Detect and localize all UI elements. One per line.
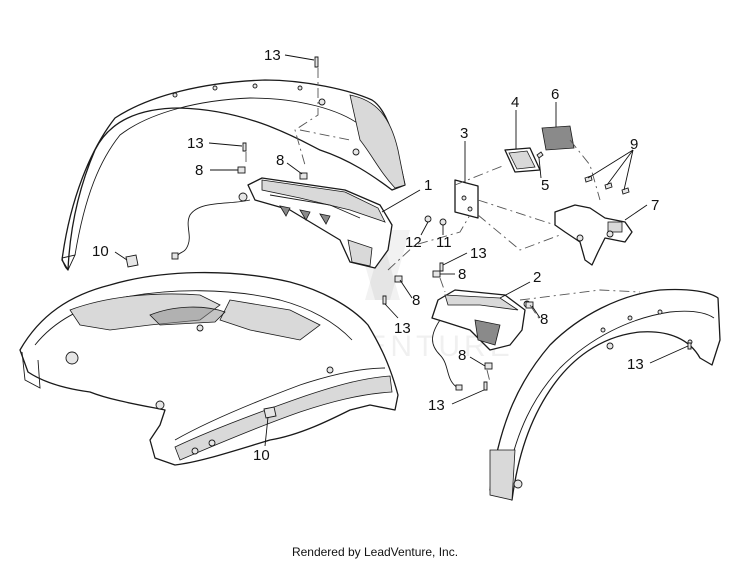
screw-5 — [536, 151, 544, 159]
screw-13-b — [242, 142, 247, 152]
upper-fender-flare — [61, 79, 406, 271]
callout-12: 12 — [405, 234, 422, 251]
nut-8-d — [394, 275, 403, 283]
rear-body-tub — [19, 271, 399, 466]
callout-8-left-a: 8 — [195, 162, 203, 179]
callout-8-mid-a: 8 — [458, 266, 466, 283]
callout-10-upper: 10 — [92, 243, 109, 260]
callout-13-mid-low: 13 — [394, 320, 411, 337]
clip-10-upper — [125, 254, 139, 268]
taillight-housing-2 — [431, 289, 531, 391]
lower-fender-flare — [489, 288, 721, 501]
alignment-lines — [245, 68, 641, 383]
lens-gasket-6 — [541, 125, 575, 151]
callout-10-lower: 10 — [253, 447, 270, 464]
leader-lines — [114, 54, 689, 447]
screw-13-c — [439, 262, 444, 272]
callout-9: 9 — [630, 136, 638, 153]
nut-8-b — [299, 172, 308, 180]
nut-11 — [439, 218, 447, 226]
screw-13-f — [687, 342, 692, 350]
callout-11: 11 — [436, 234, 452, 251]
nut-8-f — [484, 362, 493, 370]
callout-8-bottom: 8 — [458, 347, 466, 364]
washer-12 — [424, 215, 432, 223]
callout-13-mid: 13 — [470, 245, 487, 262]
nut-8-e — [525, 301, 534, 309]
callout-8-left-b: 8 — [276, 152, 284, 169]
nut-8-a — [237, 166, 246, 174]
callout-3: 3 — [460, 125, 468, 142]
callout-7: 7 — [651, 197, 659, 214]
callout-8-mid-b: 8 — [412, 292, 420, 309]
callouts: 13 1 2 3 4 5 6 7 8 8 8 8 8 8 9 10 10 11 … — [92, 47, 659, 464]
callout-13-top: 13 — [264, 47, 281, 64]
screw-13-e — [483, 381, 488, 391]
callout-8-right: 8 — [540, 311, 548, 328]
callout-1: 1 — [424, 177, 432, 194]
license-bracket-3 — [454, 179, 479, 219]
callout-6: 6 — [551, 86, 559, 103]
callout-4: 4 — [511, 94, 519, 111]
bolts-9 — [584, 175, 630, 195]
render-credit: Rendered by LeadVenture, Inc. — [291, 545, 459, 559]
screw-13-a — [314, 56, 319, 68]
screw-13-d — [382, 295, 387, 305]
callout-2: 2 — [533, 269, 541, 286]
callout-13-right: 13 — [627, 356, 644, 373]
callout-13-bottom: 13 — [428, 397, 445, 414]
mount-bracket-7 — [554, 204, 633, 266]
clip-10-lower — [263, 406, 277, 419]
callout-5: 5 — [541, 177, 549, 194]
nut-8-c — [432, 270, 441, 278]
taillight-housing-1 — [171, 177, 393, 269]
license-light-lens-4 — [504, 147, 541, 173]
callout-13-left: 13 — [187, 135, 204, 152]
